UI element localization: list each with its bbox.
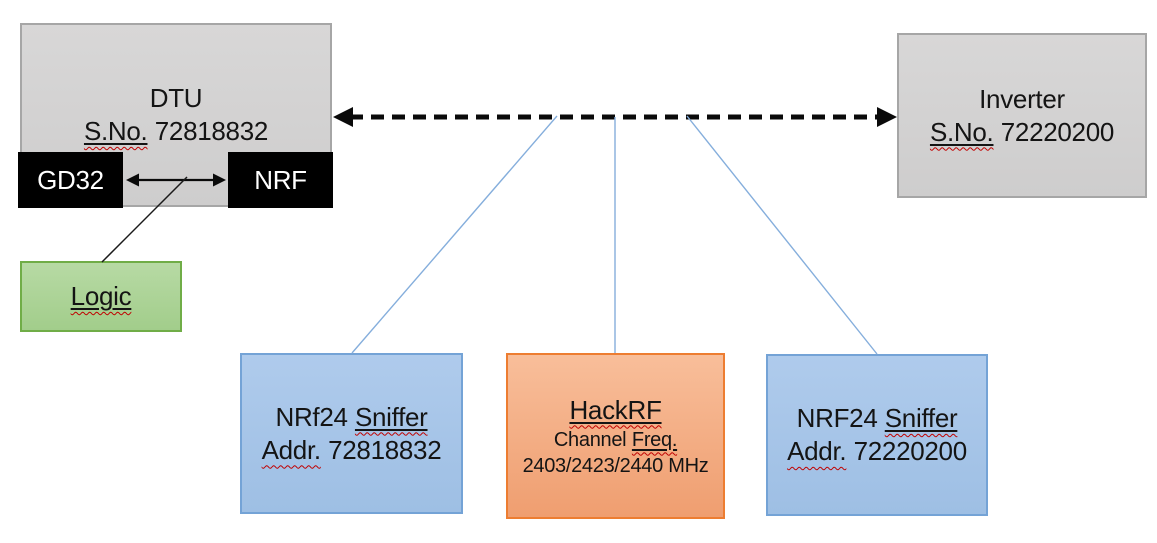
hackrf-title: HackRF <box>569 394 662 425</box>
inverter-serial-value: 72220200 <box>1000 116 1115 147</box>
rf-link-arrowhead-right <box>877 107 897 127</box>
hackrf-title-line: HackRF <box>569 394 661 427</box>
dtu-serial: S.No.72818832 <box>84 115 268 148</box>
sniffer-left-addr-label: Addr. <box>261 434 322 465</box>
inverter-box: Inverter S.No.72220200 <box>897 33 1147 198</box>
nrf-chip-label: NRF <box>254 164 307 195</box>
sniffer-right-addr-label: Addr. <box>787 436 847 466</box>
dtu-serial-label: S.No. <box>83 116 148 146</box>
inverter-serial-label: S.No. <box>929 116 994 147</box>
logic-box: Logic <box>20 261 182 332</box>
sniffer-left-addr: Addr.72818832 <box>262 434 442 467</box>
hackrf-frequencies: 2403/2423/2440 MHz <box>522 454 709 477</box>
connector-sniffer-left <box>351 115 558 354</box>
hackrf-channel-word: Freq. <box>631 428 678 451</box>
connector-sniffer-right <box>686 115 878 355</box>
nrf-chip: NRF <box>228 152 333 208</box>
gd32-chip: GD32 <box>18 152 123 208</box>
dtu-title: DTU <box>149 83 203 113</box>
sniffer-right-name-word: Sniffer <box>884 403 958 433</box>
inverter-serial: S.No.72220200 <box>930 116 1114 149</box>
sniffer-right-name-prefix: NRF24 <box>796 403 878 433</box>
sniffer-left-name-word: Sniffer <box>354 401 428 432</box>
sniffer-left-name-prefix: NRf24 <box>275 401 348 432</box>
gd32-chip-label: GD32 <box>37 164 104 195</box>
logic-label-line: Logic <box>71 280 132 313</box>
sniffer-right-addr: Addr.72220200 <box>787 435 967 468</box>
rf-link-arrowhead-left <box>333 107 353 127</box>
logic-label: Logic <box>70 281 132 311</box>
sniffer-right-addr-value: 72220200 <box>853 436 968 466</box>
dtu-serial-value: 72818832 <box>154 116 269 146</box>
inverter-title: Inverter <box>979 83 1065 114</box>
sniffer-left-addr-value: 72818832 <box>328 434 442 465</box>
hackrf-channel-prefix: Channel <box>553 428 627 451</box>
